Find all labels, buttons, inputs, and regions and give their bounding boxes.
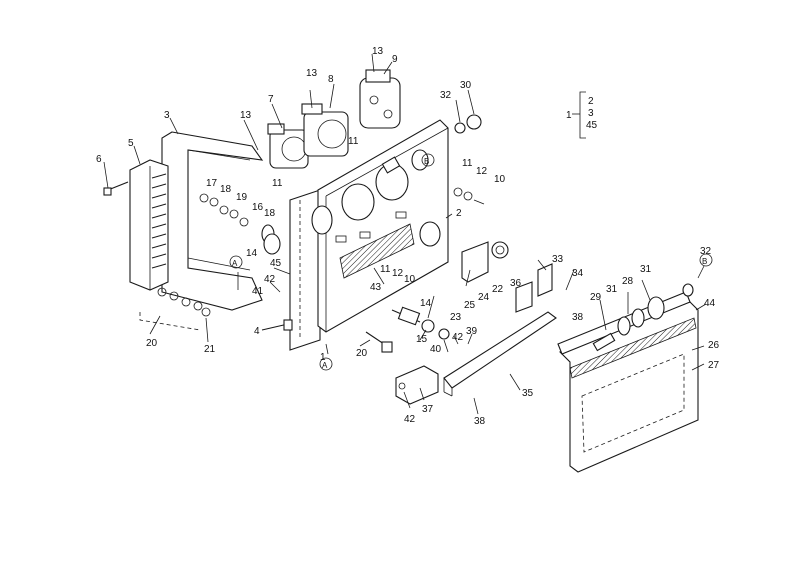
callout-43: 43 bbox=[370, 282, 382, 293]
callout-38: 38 bbox=[572, 312, 584, 323]
callout-13: 13 bbox=[306, 68, 318, 79]
callout-14: 14 bbox=[246, 248, 258, 259]
part-37-bracket bbox=[395, 365, 439, 405]
callout-29: 29 bbox=[590, 292, 602, 303]
part-10-12-screws bbox=[453, 187, 485, 205]
assembly-key bbox=[572, 91, 586, 139]
assembly-key-child-3: 3 bbox=[588, 108, 594, 119]
callout-39: 39 bbox=[466, 326, 478, 337]
callout-31: 31 bbox=[640, 264, 652, 275]
callout-labels: 13 9 13 8 7 13 11 11 32 30 3 6 5 17 18 1… bbox=[96, 46, 720, 427]
reference-mark-circles bbox=[229, 153, 713, 371]
callout-30: 30 bbox=[460, 80, 472, 91]
callout-42: 42 bbox=[264, 274, 276, 285]
callout-32: 32 bbox=[440, 90, 452, 101]
hardware-stack-16-19 bbox=[199, 193, 281, 255]
callout-21: 21 bbox=[204, 344, 216, 355]
callout-31: 31 bbox=[606, 284, 618, 295]
part-8-relay bbox=[301, 103, 349, 157]
callout-28: 28 bbox=[622, 276, 634, 287]
callout-35: 35 bbox=[522, 388, 534, 399]
part-35-bar bbox=[443, 311, 557, 397]
part-36-bracket bbox=[515, 281, 533, 313]
part-2-main-panel bbox=[311, 119, 449, 333]
callout-45: 45 bbox=[270, 258, 282, 269]
callout-19: 19 bbox=[236, 192, 248, 203]
callout-34: 34 bbox=[572, 268, 584, 279]
callout-8: 8 bbox=[328, 74, 334, 85]
callout-25: 25 bbox=[464, 300, 476, 311]
callout-11: 11 bbox=[272, 178, 283, 189]
callout-6: 6 bbox=[96, 154, 102, 165]
callout-10: 10 bbox=[404, 274, 416, 285]
part-33-bracket bbox=[537, 263, 553, 297]
callout-1: 1 bbox=[320, 352, 326, 363]
part-30-32-washers bbox=[454, 114, 482, 134]
part-28-31-knob-stack bbox=[592, 283, 694, 352]
callout-4: 4 bbox=[254, 326, 260, 337]
part-7-relay bbox=[267, 123, 309, 169]
assembly-key-text: 1 2 3 45 bbox=[566, 96, 598, 131]
callout-38: 38 bbox=[474, 416, 486, 427]
callout-20: 20 bbox=[356, 348, 368, 359]
part-9-switch bbox=[359, 69, 401, 129]
reference-mark-b: B bbox=[702, 257, 707, 266]
reference-mark-b: B bbox=[424, 157, 429, 166]
leader-lines bbox=[103, 53, 707, 415]
callout-37: 37 bbox=[422, 404, 434, 415]
callout-13: 13 bbox=[240, 110, 252, 121]
assembly-key-parent: 1 bbox=[566, 110, 572, 121]
callout-12: 12 bbox=[476, 166, 488, 177]
callout-5: 5 bbox=[128, 138, 134, 149]
part-6-screw bbox=[103, 181, 129, 196]
callout-40: 40 bbox=[430, 344, 442, 355]
part-1-mounting-plate bbox=[289, 189, 321, 351]
part-3-side-bracket bbox=[161, 131, 264, 311]
callout-3: 3 bbox=[164, 110, 170, 121]
callout-18: 18 bbox=[220, 184, 232, 195]
callout-18: 18 bbox=[264, 208, 276, 219]
callout-24: 24 bbox=[478, 292, 490, 303]
reference-mark-a: A bbox=[232, 259, 238, 268]
callout-9: 9 bbox=[392, 54, 398, 65]
callout-26: 26 bbox=[708, 340, 720, 351]
callout-42: 42 bbox=[404, 414, 416, 425]
part-14-potentiometer bbox=[391, 306, 450, 340]
callout-12: 12 bbox=[392, 268, 404, 279]
callout-13: 13 bbox=[372, 46, 384, 57]
reference-mark-a: A bbox=[322, 361, 328, 370]
callout-11: 11 bbox=[380, 264, 391, 275]
callout-41: 41 bbox=[252, 286, 264, 297]
callout-14: 14 bbox=[420, 298, 432, 309]
reference-mark-letters: A A B B bbox=[232, 157, 707, 370]
part-5-terminal-block bbox=[129, 159, 169, 291]
callout-15: 15 bbox=[416, 334, 428, 345]
part-20-screw bbox=[365, 331, 393, 353]
callout-20: 20 bbox=[146, 338, 158, 349]
callout-23: 23 bbox=[450, 312, 462, 323]
callout-2: 2 bbox=[456, 208, 462, 219]
callout-17: 17 bbox=[206, 178, 218, 189]
callout-22: 22 bbox=[492, 284, 504, 295]
hardware-stack-20-21 bbox=[139, 287, 211, 331]
callout-42: 42 bbox=[452, 332, 464, 343]
callout-11: 11 bbox=[462, 158, 473, 169]
assembly-key-child-2: 2 bbox=[588, 96, 594, 107]
callout-27: 27 bbox=[708, 360, 720, 371]
part-4-screw bbox=[261, 319, 293, 331]
callout-7: 7 bbox=[268, 94, 274, 105]
callout-10: 10 bbox=[494, 174, 506, 185]
callout-16: 16 bbox=[252, 202, 264, 213]
callout-33: 33 bbox=[552, 254, 564, 265]
part-22-bracket bbox=[461, 241, 509, 283]
callout-44: 44 bbox=[704, 298, 716, 309]
callout-36: 36 bbox=[510, 278, 522, 289]
assembly-key-child-45: 45 bbox=[586, 120, 598, 131]
callout-11: 11 bbox=[348, 136, 359, 147]
callout-32: 32 bbox=[700, 246, 712, 257]
